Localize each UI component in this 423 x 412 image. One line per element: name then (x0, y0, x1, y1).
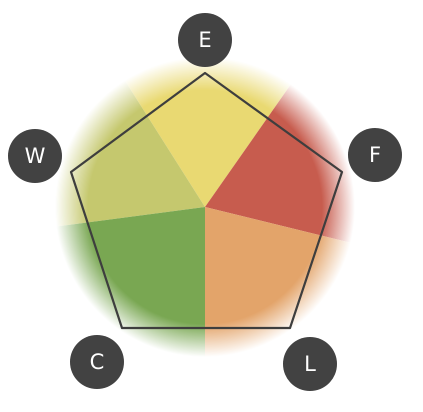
node-f-circle (348, 128, 402, 182)
sector-upper-left (30, 57, 205, 230)
node-f-label: F (369, 143, 381, 167)
node-w[interactable]: W (8, 129, 62, 183)
node-c-circle (70, 335, 124, 389)
node-e-label: E (198, 28, 211, 52)
node-e[interactable]: E (178, 13, 232, 67)
node-c-label: C (90, 350, 105, 374)
node-l-circle (283, 337, 337, 391)
pentagon-outline (69, 71, 344, 330)
node-e-circle (178, 13, 232, 67)
sector-lower-left (30, 207, 205, 380)
sector-lower-right (205, 207, 380, 380)
sector-right (205, 57, 380, 250)
node-l-label: L (304, 352, 316, 376)
node-f[interactable]: F (348, 128, 402, 182)
node-w-circle (8, 129, 62, 183)
node-w-label: W (25, 144, 46, 168)
color-disc (30, 57, 380, 380)
sector-top (110, 57, 310, 207)
node-l[interactable]: L (283, 337, 337, 391)
node-c[interactable]: C (70, 335, 124, 389)
